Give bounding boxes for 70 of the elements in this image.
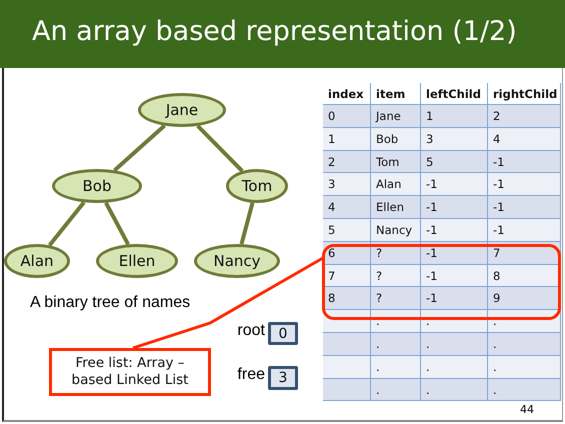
table-cell: 4	[488, 128, 561, 151]
table-cell: -1	[421, 219, 488, 242]
tree-edge	[48, 201, 86, 247]
table-cell: -1	[488, 196, 561, 219]
table-cell: 8	[323, 287, 371, 310]
table-cell: 4	[323, 196, 371, 219]
leader-line	[132, 256, 324, 350]
page-number: 44	[520, 403, 534, 416]
slide-title: An array based representation (1/2)	[32, 16, 517, 47]
table-cell: 7	[323, 264, 371, 288]
node-label: Jane	[166, 101, 198, 119]
highlight-frame	[322, 244, 561, 320]
field-label: root	[236, 322, 265, 340]
table-cell: Bob	[371, 128, 421, 151]
table-cell: ?	[371, 264, 421, 288]
table-cell: -1	[488, 150, 561, 174]
table-cell: -1	[421, 196, 488, 219]
table-cell: 5	[421, 150, 488, 174]
table-cell: .	[488, 333, 561, 356]
table-cell: .	[421, 356, 488, 379]
table-cell: -1	[421, 173, 488, 196]
table-cell: 3	[323, 173, 371, 196]
table-cell: leftChild	[421, 83, 488, 105]
table-cell: Jane	[371, 105, 421, 128]
table-cell: 2	[323, 150, 371, 174]
tree-edge	[196, 124, 244, 172]
table-cell: Nancy	[371, 219, 421, 242]
tree-edge	[240, 202, 254, 245]
node-label: Nancy	[213, 252, 261, 270]
node-label: Bob	[82, 177, 112, 195]
table-cell: .	[488, 356, 561, 379]
value-box	[268, 322, 298, 345]
table-cell: .	[371, 333, 421, 356]
table-cell: -1	[488, 219, 561, 242]
node-label: Alan	[20, 252, 54, 270]
table-cell: 0	[323, 105, 371, 128]
node-label: Tom	[242, 177, 272, 195]
table-cell: Ellen	[371, 196, 421, 219]
table-cell: 3	[421, 128, 488, 151]
table-cell: Alan	[371, 173, 421, 196]
tree-node-ellipse	[4, 244, 70, 278]
table-cell: 1	[323, 128, 371, 151]
table-cell: .	[371, 356, 421, 379]
table-cell: 5	[323, 219, 371, 242]
table-cell: 9	[488, 287, 561, 310]
table-cell: Tom	[371, 150, 421, 174]
tree-edge	[104, 202, 130, 246]
table-cell: item	[371, 83, 421, 105]
table-cell: .	[488, 378, 561, 402]
table-cell: 2	[488, 105, 561, 128]
table-cell: 1	[421, 105, 488, 128]
node-label: Ellen	[118, 252, 156, 270]
table-cell: ?	[371, 287, 421, 310]
table-cell: .	[421, 378, 488, 402]
table-cell: 8	[488, 264, 561, 288]
tree-caption: A binary tree of names	[30, 294, 190, 312]
note-box	[49, 348, 211, 396]
node-label: Free list: Array – based Linked List	[70, 355, 190, 389]
tree-edge	[113, 124, 166, 172]
value-box	[268, 366, 298, 390]
table-cell: index	[323, 83, 371, 105]
table-cell: -1	[488, 173, 561, 196]
field-label: free	[236, 366, 265, 384]
value-text: 0	[278, 326, 288, 342]
table-cell: .	[421, 333, 488, 356]
table-cell: rightChild	[488, 83, 561, 105]
value-text: 3	[278, 370, 288, 386]
table-cell: -1	[421, 287, 488, 310]
table-cell: -1	[421, 264, 488, 288]
table-cell: .	[371, 378, 421, 402]
